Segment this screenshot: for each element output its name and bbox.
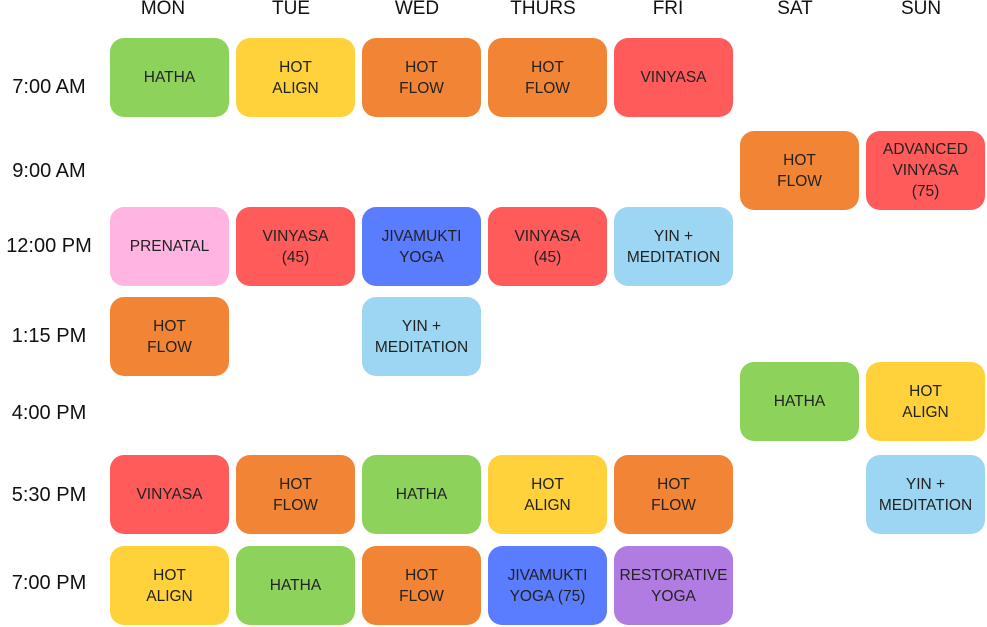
class-block[interactable]: HOT ALIGN <box>110 546 229 625</box>
class-name-line: YOGA (75) <box>509 587 586 605</box>
class-block[interactable]: YIN + MEDITATION <box>614 207 733 286</box>
day-header-sun: SUN <box>900 0 942 19</box>
class-name-line: FLOW <box>777 172 822 190</box>
class-name-line: HOT <box>657 475 690 493</box>
class-block[interactable]: HOT FLOW <box>614 455 733 534</box>
class-name-line: FLOW <box>651 496 696 514</box>
class-block[interactable]: RESTORATIVE YOGA <box>614 546 733 625</box>
class-name-line: HOT <box>279 58 312 76</box>
class-name-line: RESTORATIVE <box>619 566 728 584</box>
class-block[interactable]: HOT FLOW <box>488 38 607 117</box>
class-block[interactable]: JIVAMUKTI YOGA <box>362 207 481 286</box>
class-block[interactable]: VINYASA <box>614 38 733 117</box>
class-name-line: VINYASA <box>262 227 329 245</box>
class-block[interactable]: HOT FLOW <box>362 546 481 625</box>
class-name-line: ALIGN <box>272 79 319 97</box>
class-name-line: FLOW <box>525 79 570 97</box>
class-name-line: HOT <box>531 58 564 76</box>
class-name-line: FLOW <box>399 79 444 97</box>
class-block[interactable]: HATHA <box>110 38 229 117</box>
class-name-line: (45) <box>281 248 310 266</box>
class-name-line: YIN + <box>401 317 442 335</box>
time-label: 7:00 PM <box>11 572 87 594</box>
day-header-mon: MON <box>140 0 186 19</box>
day-header-tue: TUE <box>272 0 310 19</box>
class-block[interactable]: HOT ALIGN <box>236 38 355 117</box>
class-name-line: YIN + <box>905 475 946 493</box>
class-block[interactable]: VINYASA (45) <box>488 207 607 286</box>
class-block[interactable]: HOT FLOW <box>110 297 229 376</box>
class-name-line: HOT <box>531 475 564 493</box>
time-label: 12:00 PM <box>6 235 92 257</box>
class-name-line: VINYASA <box>514 227 581 245</box>
class-block[interactable]: JIVAMUKTI YOGA (75) <box>488 546 607 625</box>
class-name-line: (75) <box>911 183 940 200</box>
day-header-fri: FRI <box>652 0 684 19</box>
class-name-line: ALIGN <box>146 587 193 605</box>
class-block[interactable]: VINYASA (45) <box>236 207 355 286</box>
class-name-line: YOGA <box>399 248 444 266</box>
class-name-line: ADVANCED <box>883 141 968 158</box>
class-name-line: HOT <box>153 317 186 335</box>
class-name-line: ALIGN <box>524 496 571 514</box>
time-label: 1:15 PM <box>11 325 87 347</box>
class-block[interactable]: HATHA <box>236 546 355 625</box>
class-name-line: YIN + <box>653 227 694 245</box>
day-header-wed: WED <box>394 0 440 19</box>
class-name-line: JIVAMUKTI <box>507 566 588 584</box>
class-name-line: VINYASA <box>136 486 203 503</box>
class-name-line: YOGA <box>651 587 696 605</box>
class-name-line: HOT <box>279 475 312 493</box>
class-name-line: HATHA <box>269 577 322 594</box>
class-name-line: HOT <box>405 58 438 76</box>
class-name-line: HOT <box>405 566 438 584</box>
class-name-line: HATHA <box>395 486 448 503</box>
class-name-line: ALIGN <box>902 403 949 421</box>
class-name-line: FLOW <box>399 587 444 605</box>
class-name-line: (45) <box>533 248 562 266</box>
class-name-line: MEDITATION <box>626 248 721 266</box>
day-header-thurs: THURS <box>510 0 576 19</box>
class-block[interactable]: HOT ALIGN <box>488 455 607 534</box>
time-label: 4:00 PM <box>11 402 87 424</box>
class-name-line: HATHA <box>143 69 196 86</box>
day-header-sat: SAT <box>777 0 813 19</box>
class-name-line: VINYASA <box>892 162 959 179</box>
class-name-line: VINYASA <box>640 69 707 86</box>
class-name-line: JIVAMUKTI <box>381 227 462 245</box>
class-name-line: HOT <box>783 151 816 169</box>
class-name-line: HOT <box>909 382 942 400</box>
class-name-line: HATHA <box>773 393 826 410</box>
class-block[interactable]: HOT FLOW <box>740 131 859 210</box>
class-name-line: PRENATAL <box>129 238 210 255</box>
class-block[interactable]: VINYASA <box>110 455 229 534</box>
class-block[interactable]: YIN + MEDITATION <box>362 297 481 376</box>
class-name-line: MEDITATION <box>878 496 973 514</box>
class-block[interactable]: YIN + MEDITATION <box>866 455 985 534</box>
class-block[interactable]: HATHA <box>362 455 481 534</box>
class-block[interactable]: HOT FLOW <box>362 38 481 117</box>
time-label: 7:00 AM <box>12 76 86 98</box>
class-block[interactable]: HATHA <box>740 362 859 441</box>
class-name-line: MEDITATION <box>374 338 469 356</box>
class-block[interactable]: PRENATAL <box>110 207 229 286</box>
class-block[interactable]: HOT ALIGN <box>866 362 985 441</box>
time-label: 9:00 AM <box>12 160 86 182</box>
time-label: 5:30 PM <box>11 484 87 506</box>
class-block[interactable]: ADVANCED VINYASA (75) <box>866 131 985 210</box>
class-block[interactable]: HOT FLOW <box>236 455 355 534</box>
class-name-line: HOT <box>153 566 186 584</box>
class-name-line: FLOW <box>273 496 318 514</box>
class-name-line: FLOW <box>147 338 192 356</box>
